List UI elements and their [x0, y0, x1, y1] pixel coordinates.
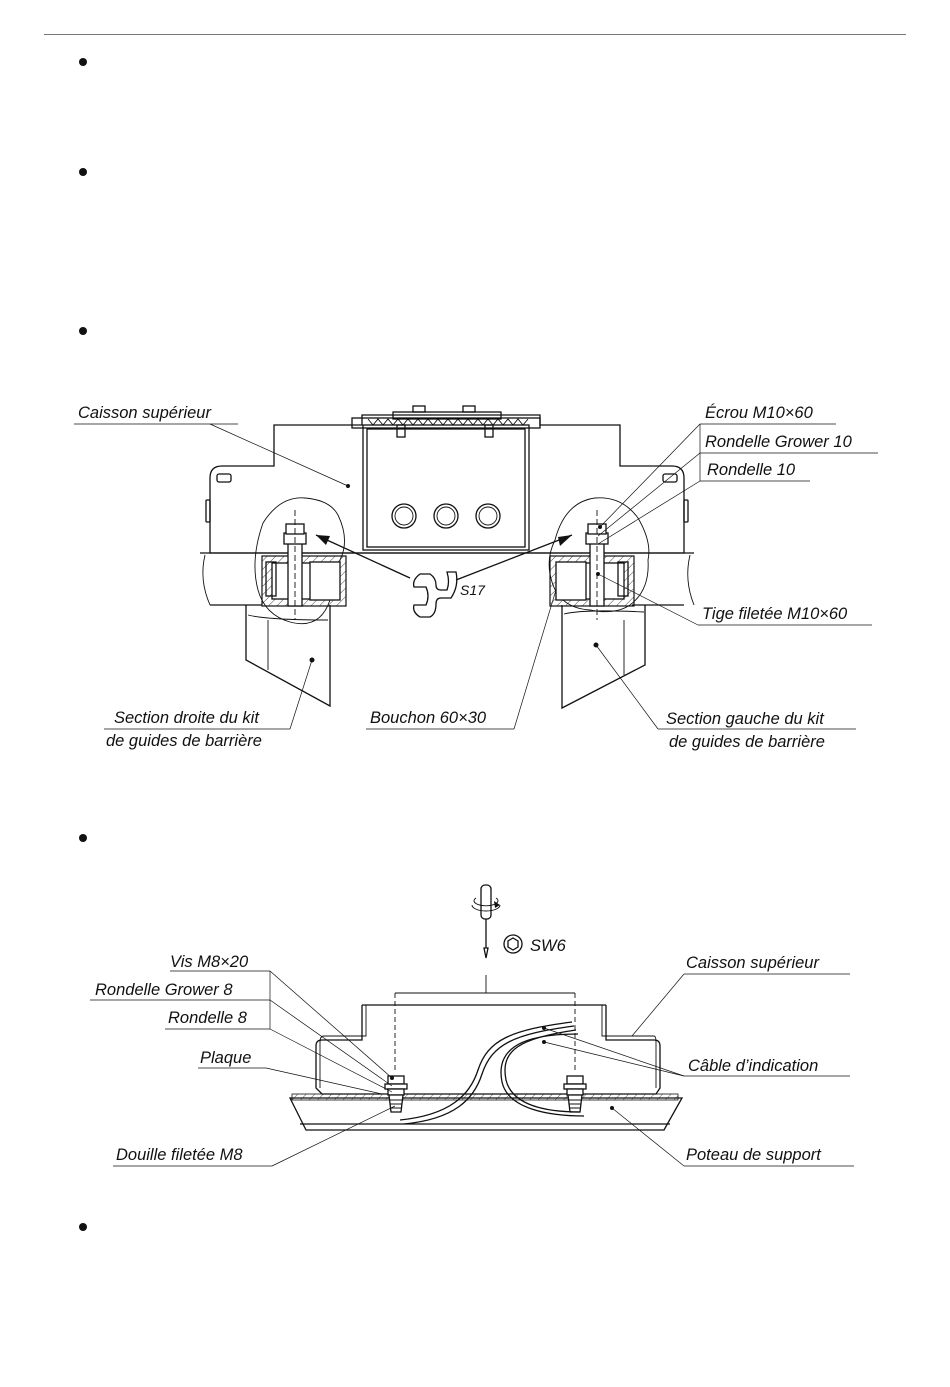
upper-housing: [205, 405, 689, 554]
label-douille: Douille filetée M8: [116, 1146, 243, 1164]
left-clamp: [254, 497, 347, 625]
guide-section-right: [561, 605, 646, 710]
leader-lines-2: [90, 970, 854, 1167]
figure1-labels: Caisson supérieur Écrou M10×60 Rondelle …: [78, 403, 853, 751]
leader-lines: [74, 423, 878, 730]
guide-rail: [200, 552, 695, 606]
support-pole: [288, 1093, 684, 1131]
label-rondelle-8: Rondelle 8: [168, 1009, 248, 1027]
label-grower: Rondelle Grower 10: [705, 433, 853, 451]
figure-guide-kit-assembly: Caisson supérieur Écrou M10×60 Rondelle …: [74, 403, 878, 751]
indication-cable: [399, 1021, 585, 1125]
guide-section-left: [245, 605, 331, 708]
figure-cable-plate-assembly: SW6: [90, 884, 854, 1167]
label-section-gauche-2: de guides de barrière: [669, 733, 825, 751]
label-wrench-size: S17: [460, 582, 486, 598]
label-section-droite-1: Section droite du kit: [114, 709, 260, 727]
label-plaque: Plaque: [200, 1049, 251, 1067]
label-bouchon: Bouchon 60×30: [370, 709, 487, 727]
hex-key-icon: [503, 934, 523, 954]
label-caisson-2: Caisson supérieur: [686, 954, 820, 972]
header-rule: [44, 34, 906, 35]
bullet-3: [79, 327, 87, 335]
label-vis: Vis M8×20: [170, 953, 249, 971]
screw-left: [384, 1075, 408, 1113]
right-clamp: [548, 497, 650, 620]
bullet-2: [79, 168, 87, 176]
bullet-1: [79, 58, 87, 66]
label-cable: Câble d’indication: [688, 1057, 818, 1075]
label-sw6: SW6: [530, 937, 567, 955]
label-section-droite-2: de guides de barrière: [106, 732, 262, 750]
label-section-gauche-1: Section gauche du kit: [666, 710, 825, 728]
label-ecrou: Écrou M10×60: [705, 403, 814, 422]
label-tige: Tige filetée M10×60: [702, 605, 848, 623]
label-caisson: Caisson supérieur: [78, 404, 212, 422]
bullet-4: [79, 834, 87, 842]
bullet-5: [79, 1223, 87, 1231]
wrench-s17-icon: [315, 534, 573, 618]
screwdriver-icon: [471, 884, 501, 959]
label-rondelle: Rondelle 10: [707, 461, 796, 479]
upper-housing-section: [315, 975, 661, 1095]
label-grower-8: Rondelle Grower 8: [95, 981, 233, 999]
screw-right: [563, 1075, 587, 1113]
figure2-labels: Vis M8×20 Rondelle Grower 8 Rondelle 8 P…: [95, 953, 822, 1164]
label-poteau: Poteau de support: [686, 1146, 822, 1164]
